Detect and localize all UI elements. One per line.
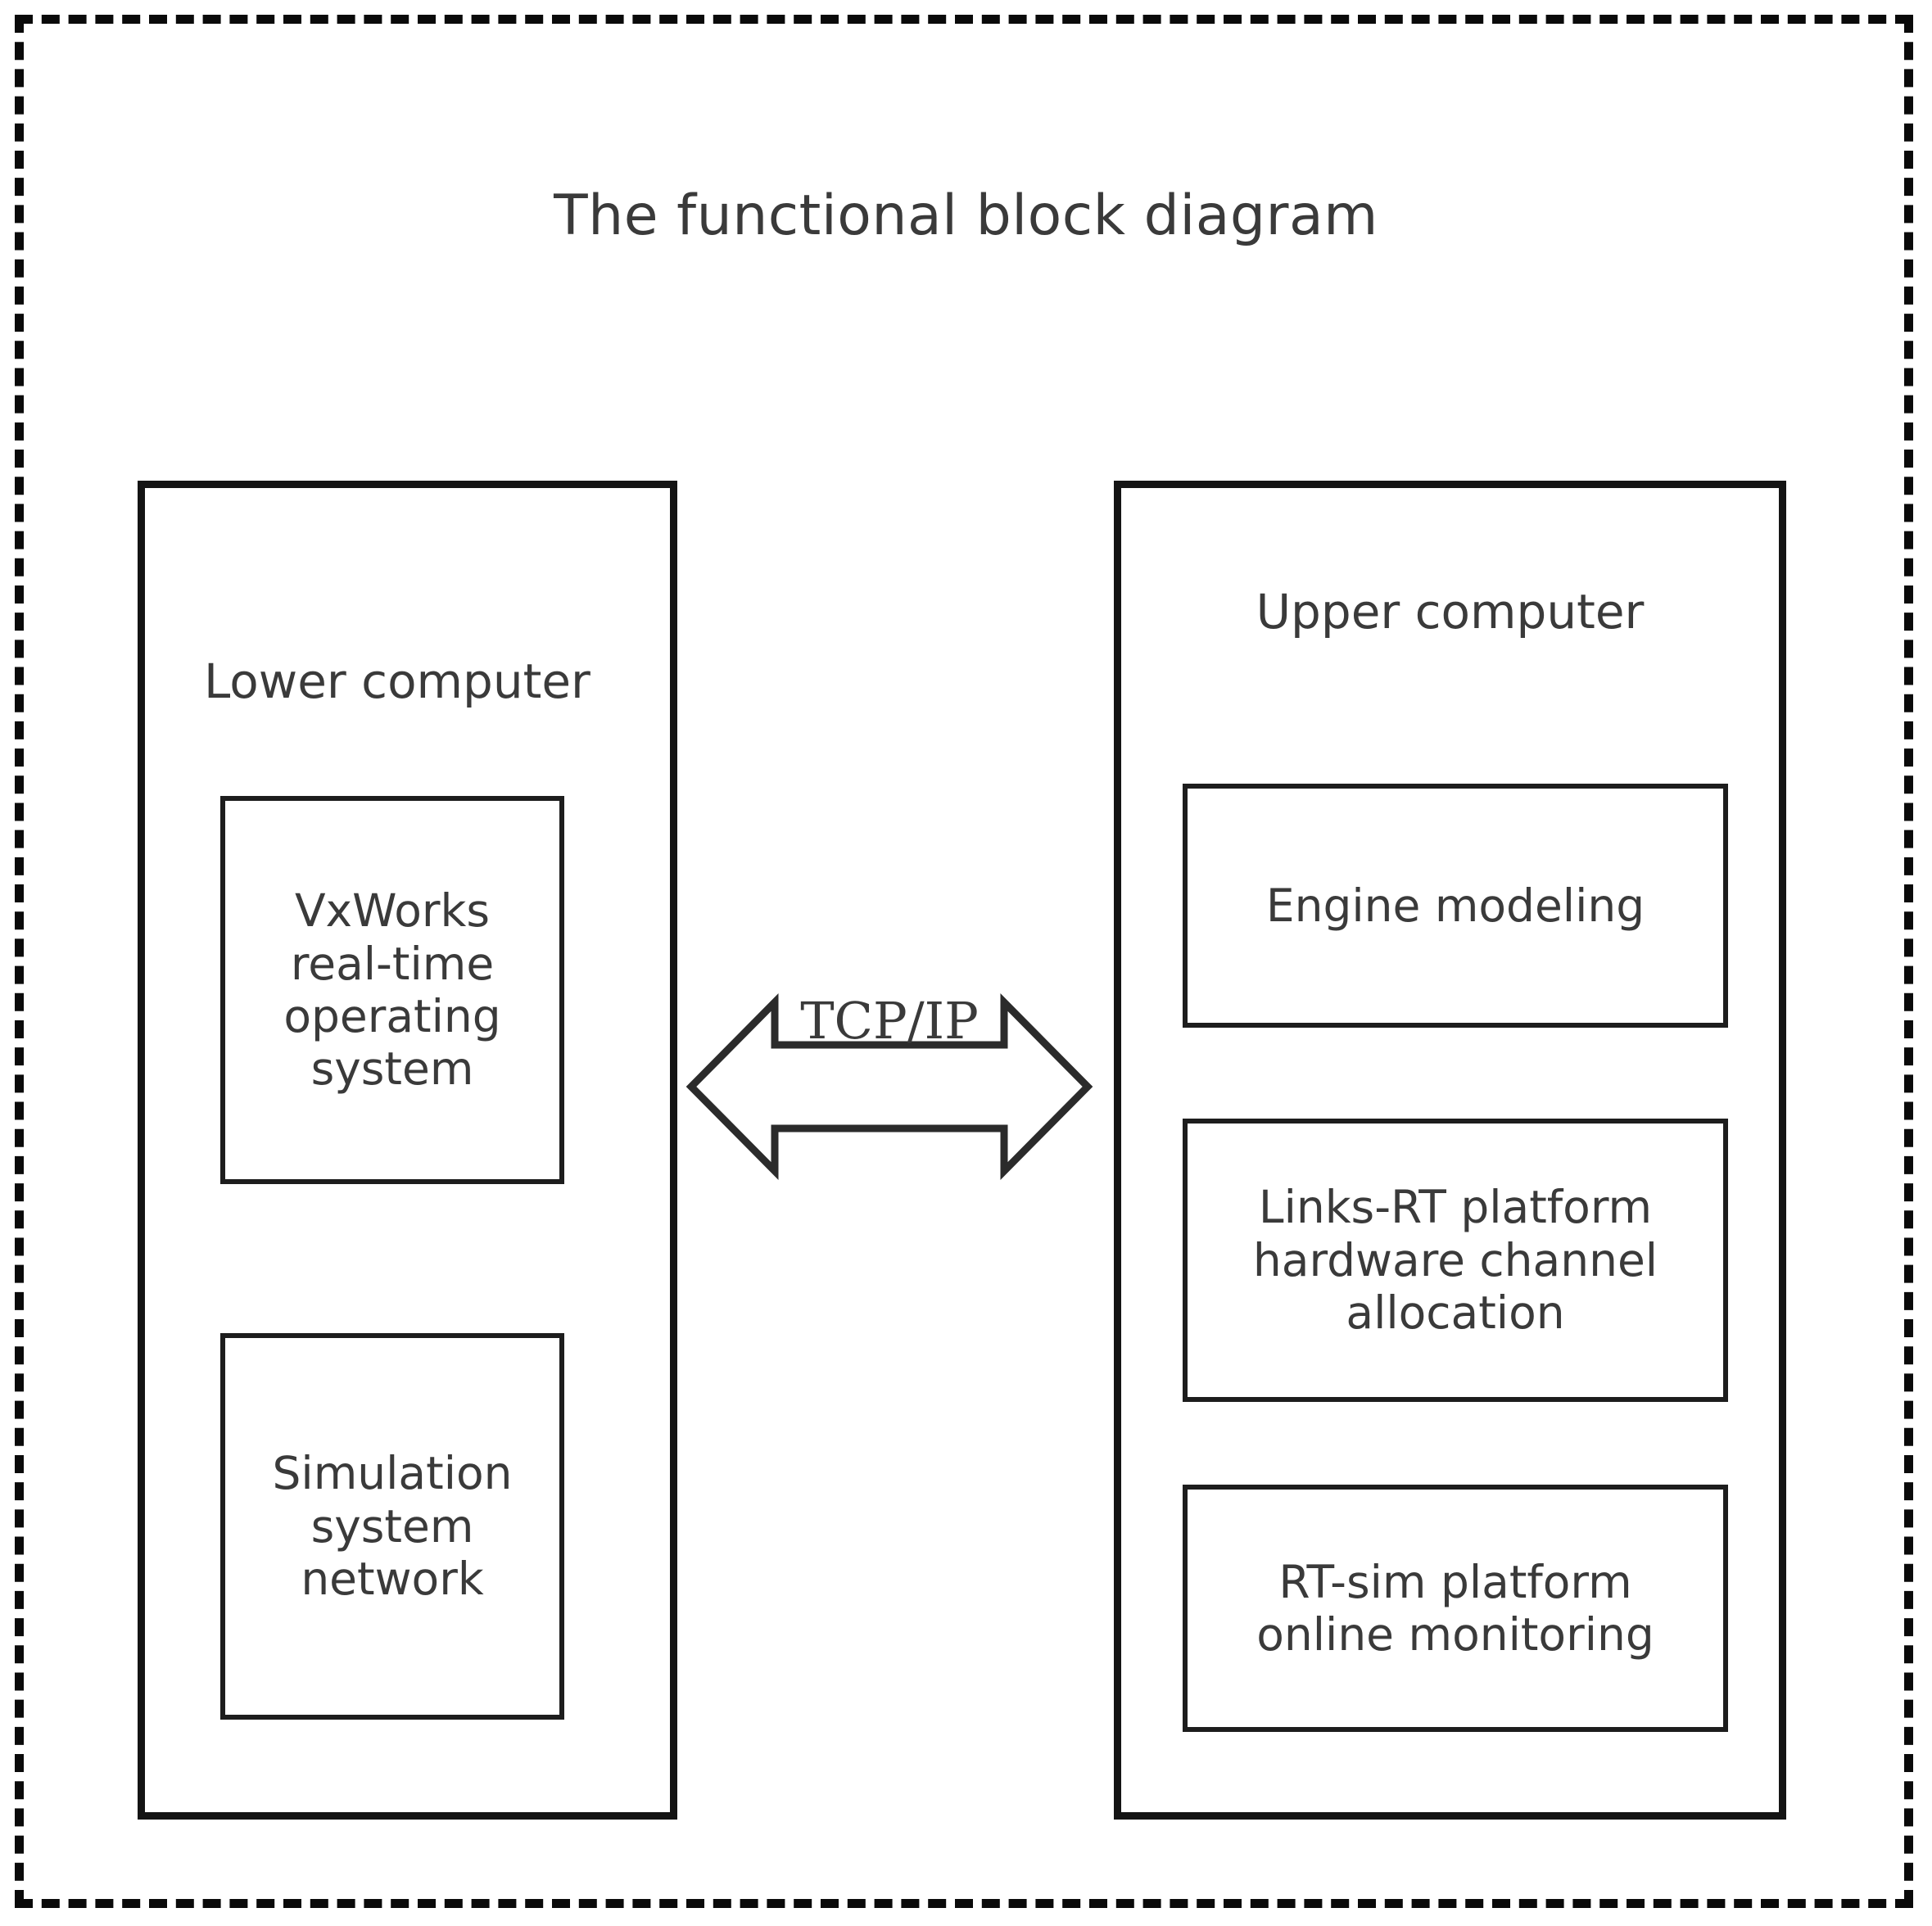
block-label-engine-modeling: Engine modeling <box>1265 879 1645 932</box>
block-rt-sim-platform: RT-sim platform online monitoring <box>1183 1485 1728 1732</box>
block-label-simulation-system-network: Simulation system network <box>272 1447 513 1606</box>
panel-upper-computer: Upper computer Engine modeling Links-RT … <box>1114 481 1786 1820</box>
block-label-links-rt-platform: Links-RT platform hardware channel alloc… <box>1252 1181 1658 1340</box>
block-label-vxworks-rtos: VxWorks real-time operating system <box>283 884 501 1096</box>
tcp-ip-label: TCP/IP <box>800 991 979 1051</box>
panel-label-upper-computer: Upper computer <box>1256 584 1645 640</box>
block-engine-modeling: Engine modeling <box>1183 784 1728 1028</box>
page-title: The functional block diagram <box>554 183 1378 248</box>
block-links-rt-platform: Links-RT platform hardware channel alloc… <box>1183 1119 1728 1402</box>
block-simulation-system-network: Simulation system network <box>220 1333 564 1720</box>
tcp-ip-bidirectional-arrow-icon <box>685 993 1093 1180</box>
block-label-rt-sim-platform: RT-sim platform online monitoring <box>1256 1555 1654 1661</box>
outer-dashed-frame <box>15 15 1913 1908</box>
panel-lower-computer: Lower computer VxWorks real-time operati… <box>138 481 677 1820</box>
panel-label-lower-computer: Lower computer <box>204 653 590 709</box>
block-vxworks-rtos: VxWorks real-time operating system <box>220 796 564 1184</box>
